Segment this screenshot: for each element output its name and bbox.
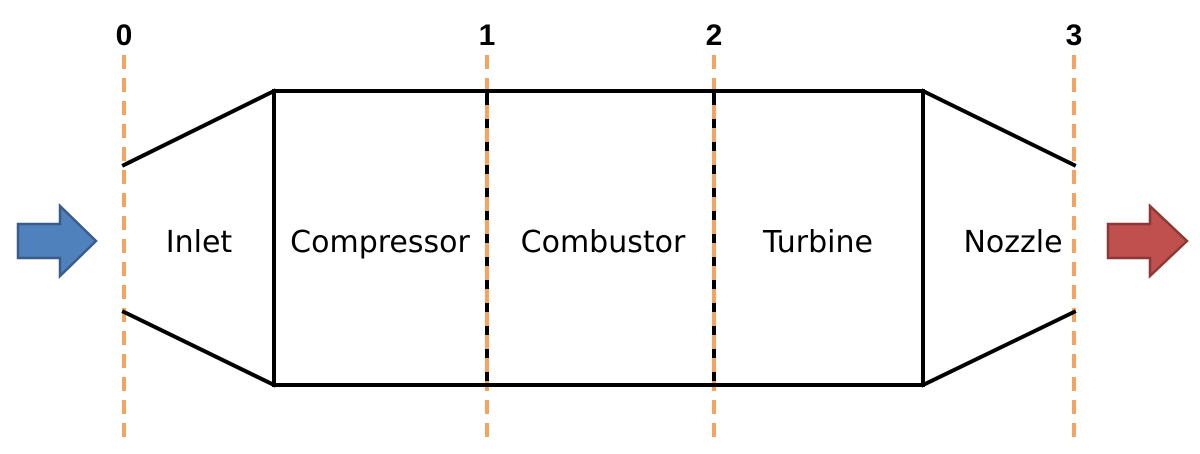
outflow-arrow-icon: [1106, 203, 1189, 279]
inlet-lower-wall: [121, 309, 277, 388]
station-label-0: 0: [116, 19, 133, 52]
section-label-turbine: Turbine: [762, 225, 873, 260]
engine-core-box: [272, 89, 925, 387]
station-label-3: 3: [1066, 19, 1083, 52]
section-label-nozzle: Nozzle: [963, 225, 1062, 260]
section-label-combustor: Combustor: [521, 225, 686, 260]
station-label-1: 1: [479, 19, 496, 52]
nozzle-lower-wall: [920, 309, 1077, 388]
section-label-compressor: Compressor: [290, 225, 470, 260]
station-label-2: 2: [706, 19, 723, 52]
section-label-inlet: Inlet: [166, 225, 233, 260]
nozzle-upper-wall: [920, 88, 1077, 168]
inflow-arrow-icon: [16, 203, 98, 279]
inlet-upper-wall: [121, 88, 277, 168]
